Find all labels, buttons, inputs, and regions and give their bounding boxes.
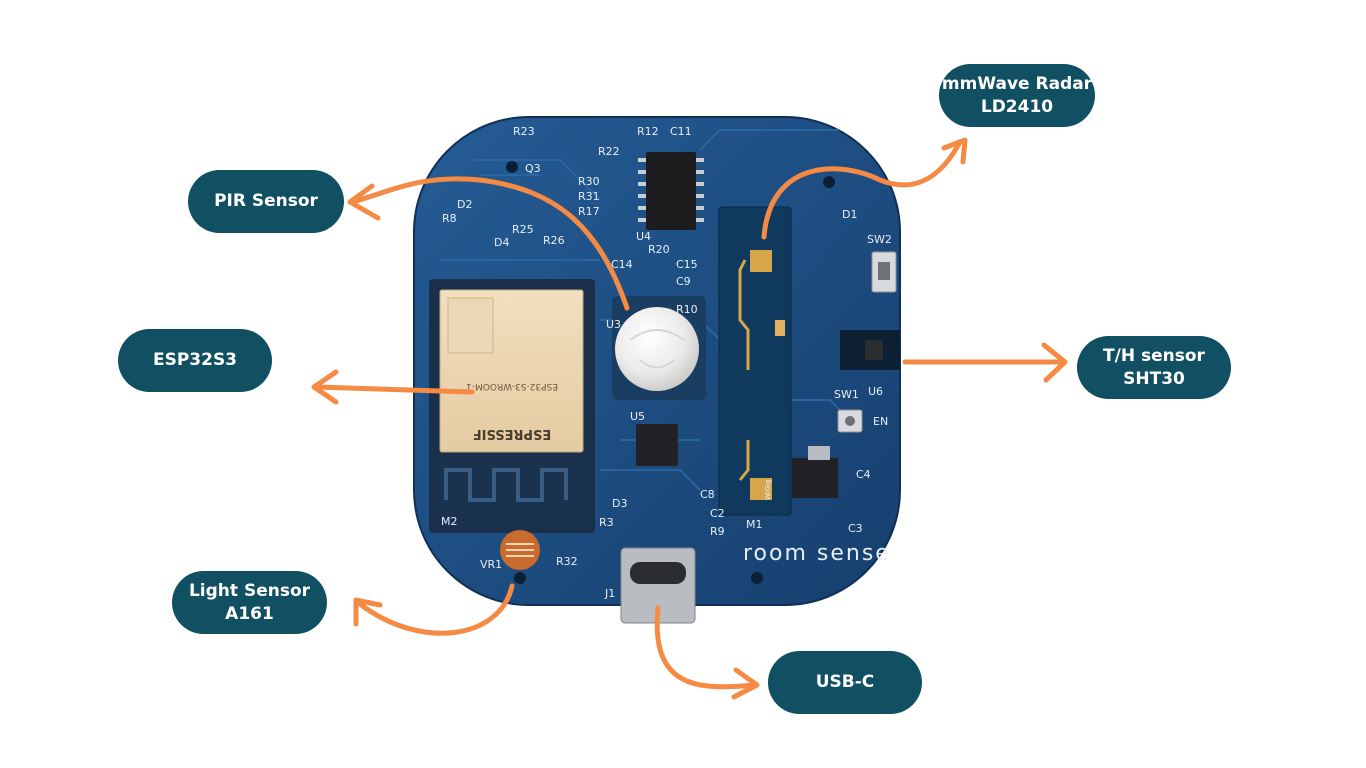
- arrow-usb: [654, 605, 758, 690]
- svg-text:D1: D1: [842, 208, 857, 221]
- arrowhead-radar: [941, 137, 968, 165]
- svg-text:C8: C8: [700, 488, 715, 501]
- callout-light-label: Light Sensor: [188, 580, 311, 601]
- callout-th-label: T/H sensor: [1103, 345, 1205, 366]
- arrow-pir: [349, 176, 630, 311]
- callout-pir-sensor: PIR Sensor: [188, 170, 344, 233]
- brand-text: room sense: [743, 541, 891, 566]
- radar-chip-label: WiGig: [764, 479, 772, 500]
- svg-text:D2: D2: [457, 198, 472, 211]
- arrowhead-light: [353, 597, 383, 627]
- svg-text:U4: U4: [636, 230, 651, 243]
- svg-text:R10: R10: [676, 303, 698, 316]
- arrowhead-th: [1041, 342, 1068, 383]
- svg-text:M1: M1: [746, 518, 763, 531]
- callout-radar-label: mmWave Radar: [941, 73, 1093, 94]
- arrow-light: [357, 583, 515, 636]
- svg-text:R20: R20: [648, 243, 670, 256]
- svg-text:J1: J1: [604, 587, 615, 600]
- svg-text:R3: R3: [599, 516, 614, 529]
- pir-dome: [612, 296, 706, 400]
- arrowhead-pir: [347, 183, 381, 221]
- svg-text:SW1: SW1: [834, 388, 859, 401]
- svg-text:R31: R31: [578, 190, 600, 203]
- svg-text:R22: R22: [598, 145, 620, 158]
- svg-text:C15: C15: [676, 258, 698, 271]
- svg-text:M2: M2: [441, 515, 458, 528]
- svg-text:R9: R9: [710, 525, 725, 538]
- svg-text:U6: U6: [868, 385, 883, 398]
- svg-text:Q3: Q3: [525, 162, 541, 175]
- misc-components: [837, 251, 900, 433]
- radar-module: WiGig: [718, 206, 792, 516]
- svg-text:R30: R30: [578, 175, 600, 188]
- usb-and-ldr: [500, 530, 696, 624]
- arrow-radar: [761, 139, 963, 240]
- callout-pir-label: PIR Sensor: [214, 191, 318, 211]
- svg-text:R23: R23: [513, 125, 535, 138]
- callout-th-sensor: T/H sensor SHT30: [1077, 336, 1231, 399]
- svg-text:U5: U5: [630, 410, 645, 423]
- svg-text:C4: C4: [856, 468, 871, 481]
- svg-text:R12: R12: [637, 125, 659, 138]
- svg-text:C9: C9: [676, 275, 691, 288]
- svg-text:R26: R26: [543, 234, 565, 247]
- arrows: [311, 137, 1068, 700]
- svg-text:EN: EN: [873, 415, 888, 428]
- silkscreen: room sense R23 Q3 R22 R30 R31 R17 R12 C1…: [441, 125, 892, 600]
- svg-text:R17: R17: [578, 205, 600, 218]
- svg-text:D4: D4: [494, 236, 509, 249]
- callout-radar-part: LD2410: [980, 96, 1054, 117]
- svg-text:ESPRESSIF: ESPRESSIF: [473, 426, 552, 441]
- svg-text:R8: R8: [442, 212, 457, 225]
- svg-text:C2: C2: [710, 507, 725, 520]
- svg-text:C3: C3: [848, 522, 863, 535]
- svg-text:R25: R25: [512, 223, 534, 236]
- svg-text:C14: C14: [611, 258, 633, 271]
- callout-usb-label: USB-C: [815, 672, 875, 692]
- callout-esp32s3: ESP32S3: [118, 329, 272, 392]
- svg-text:ESP32-S3-WROOM-1: ESP32-S3-WROOM-1: [466, 381, 558, 391]
- svg-text:U3: U3: [606, 318, 621, 331]
- callout-light-part: A161: [225, 603, 274, 624]
- callout-light-sensor: Light Sensor A161: [172, 571, 327, 634]
- arrowhead-esp: [311, 369, 339, 405]
- callout-esp-label: ESP32S3: [152, 350, 238, 370]
- arrow-esp: [313, 384, 475, 395]
- svg-text:VR1: VR1: [480, 558, 502, 571]
- svg-text:R32: R32: [556, 555, 578, 568]
- esp32-module: ESP32-S3-WROOM-1 ESPRESSIF: [429, 279, 595, 533]
- svg-text:C11: C11: [670, 125, 692, 138]
- svg-text:D3: D3: [612, 497, 627, 510]
- callout-usb-c: USB-C: [768, 651, 922, 714]
- arrowhead-usb: [731, 667, 760, 700]
- svg-text:SW2: SW2: [867, 233, 892, 246]
- callout-th-part: SHT30: [1123, 368, 1185, 389]
- callout-mmwave-radar: mmWave Radar LD2410: [939, 64, 1095, 127]
